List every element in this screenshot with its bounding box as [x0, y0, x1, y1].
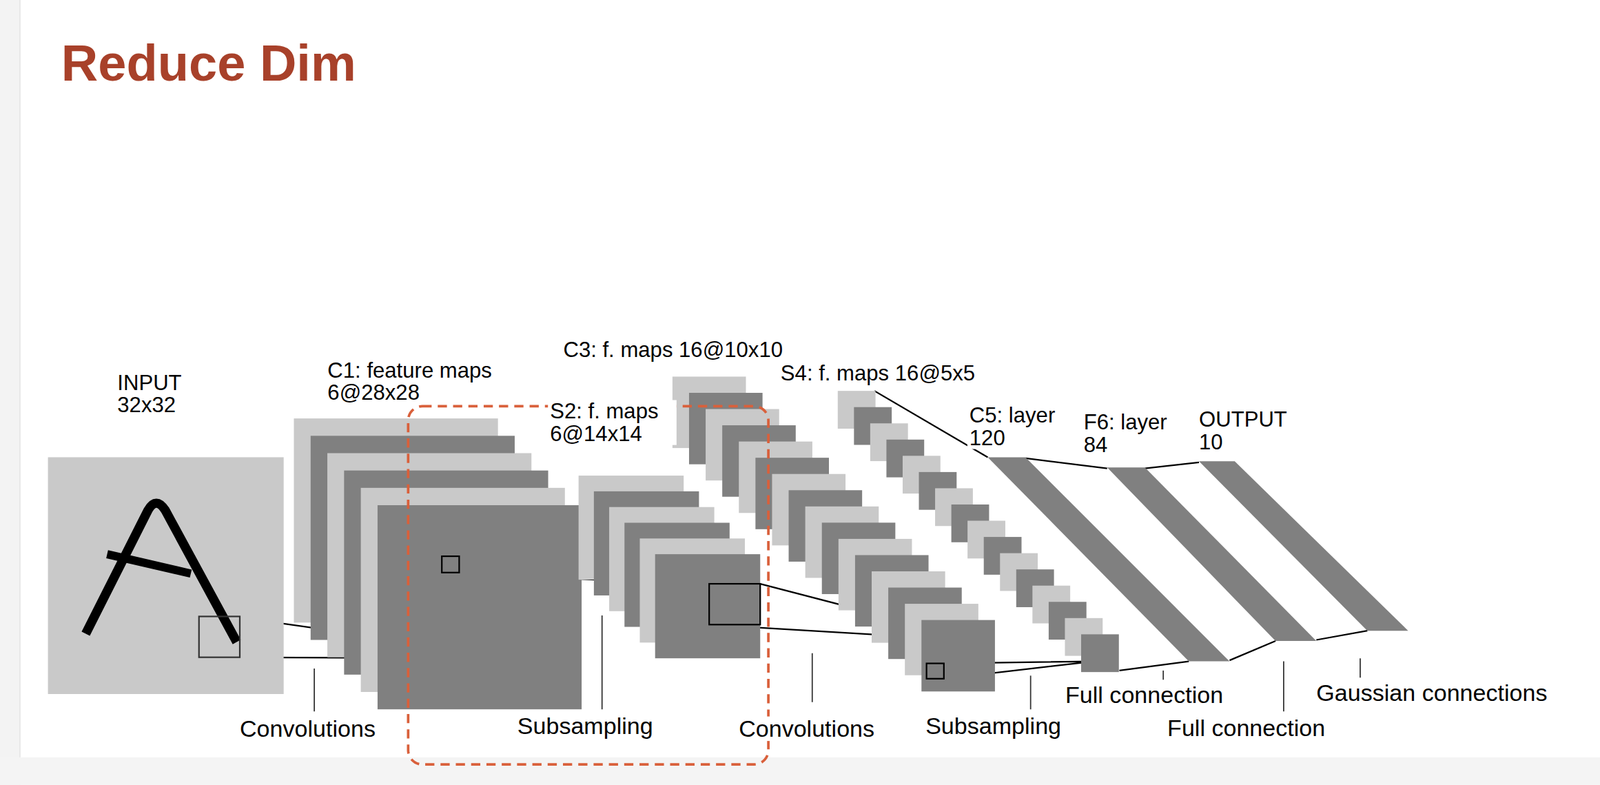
leader-line — [1359, 658, 1361, 678]
feature-map — [921, 620, 996, 692]
label-slot: S2: f. maps 6@14x14 — [547, 399, 677, 445]
label-slot: F6: layer 84 — [1081, 411, 1188, 457]
letter-a-stroke — [85, 503, 237, 642]
label-slot: Convolutions — [736, 716, 877, 742]
highlight-region — [407, 405, 769, 765]
layer-label: INPUT 32x32 — [115, 371, 184, 417]
operation-label: Convolutions — [736, 716, 877, 742]
receptive-field — [199, 616, 240, 657]
label-slot: C5: layer 120 — [967, 403, 1074, 449]
node-shape — [987, 456, 1230, 661]
slide-title: Reduce Dim — [59, 36, 359, 91]
label-slot: OUTPUT 10 — [1196, 407, 1289, 453]
label-slot: C1: feature maps 6@28x28 — [325, 359, 523, 404]
node-shape — [1107, 467, 1317, 641]
label-slot: Full connection — [1165, 715, 1328, 741]
input-frame — [48, 456, 284, 694]
layer-band — [1198, 460, 1409, 631]
layer-label: C3: f. maps 16@10x10 — [560, 339, 785, 362]
label-slot: Gaussian connections — [1314, 680, 1550, 706]
layer-label: S4: f. maps 16@5x5 — [778, 362, 978, 386]
leader-line — [313, 668, 315, 712]
leader-lines — [314, 615, 1361, 712]
node-shape — [1198, 460, 1409, 631]
layer-label: C5: layer 120 — [967, 403, 1074, 449]
receptive-field — [926, 663, 945, 679]
feature-map-stack: C3: f. maps 16@10x10 — [672, 376, 996, 692]
feature-map-stack: S2: f. maps 6@14x14 — [578, 475, 761, 659]
layer-label: OUTPUT 10 — [1196, 407, 1289, 453]
layer-label: S2: f. maps 6@14x14 — [547, 399, 677, 445]
feature-map-stack: C1: feature maps 6@28x28 — [293, 418, 582, 710]
label-slot: Full connection — [1063, 682, 1226, 708]
label-slot: INPUT 32x32 — [115, 371, 184, 417]
feature-map — [655, 554, 761, 659]
layer-band — [1107, 467, 1317, 641]
layer-band — [987, 456, 1230, 661]
leader-line — [601, 615, 603, 710]
operation-label: Subsampling — [515, 713, 656, 738]
layer-label: F6: layer 84 — [1081, 411, 1188, 457]
operation-label: Full connection — [1063, 682, 1226, 708]
receptive-field — [441, 556, 459, 573]
label-slot: Subsampling — [515, 713, 656, 738]
operation-label: Full connection — [1165, 715, 1328, 741]
leader-line — [811, 653, 814, 703]
bottom-strip — [0, 757, 1600, 785]
feature-map — [1081, 633, 1120, 672]
label-slot: Subsampling — [923, 713, 1064, 738]
receptive-field — [709, 583, 761, 625]
label-slot: S4: f. maps 16@5x5 — [778, 362, 978, 386]
label-slot: C3: f. maps 16@10x10 — [560, 339, 785, 362]
operation-label: Gaussian connections — [1314, 680, 1550, 706]
leader-line — [1030, 675, 1032, 710]
operation-label: Subsampling — [923, 713, 1064, 738]
node-shape — [293, 418, 582, 710]
side-strip — [0, 0, 21, 785]
layer-band: OUTPUT 10 — [1198, 460, 1409, 631]
letter-a-bar — [106, 554, 191, 574]
label-slot: Convolutions — [237, 716, 378, 742]
node-shape — [672, 376, 996, 692]
node-shape — [578, 475, 761, 659]
operation-label: Convolutions — [237, 716, 378, 742]
input-image: INPUT 32x32 — [48, 456, 284, 694]
layer-band: C5: layer 120 — [987, 456, 1230, 661]
layer-band: F6: layer 84 — [1107, 467, 1317, 641]
node-shape — [48, 456, 284, 694]
leader-line — [1283, 661, 1285, 712]
title-slot: Reduce Dim — [59, 36, 359, 91]
layer-label: C1: feature maps 6@28x28 — [325, 359, 523, 404]
leader-line — [1162, 670, 1164, 680]
